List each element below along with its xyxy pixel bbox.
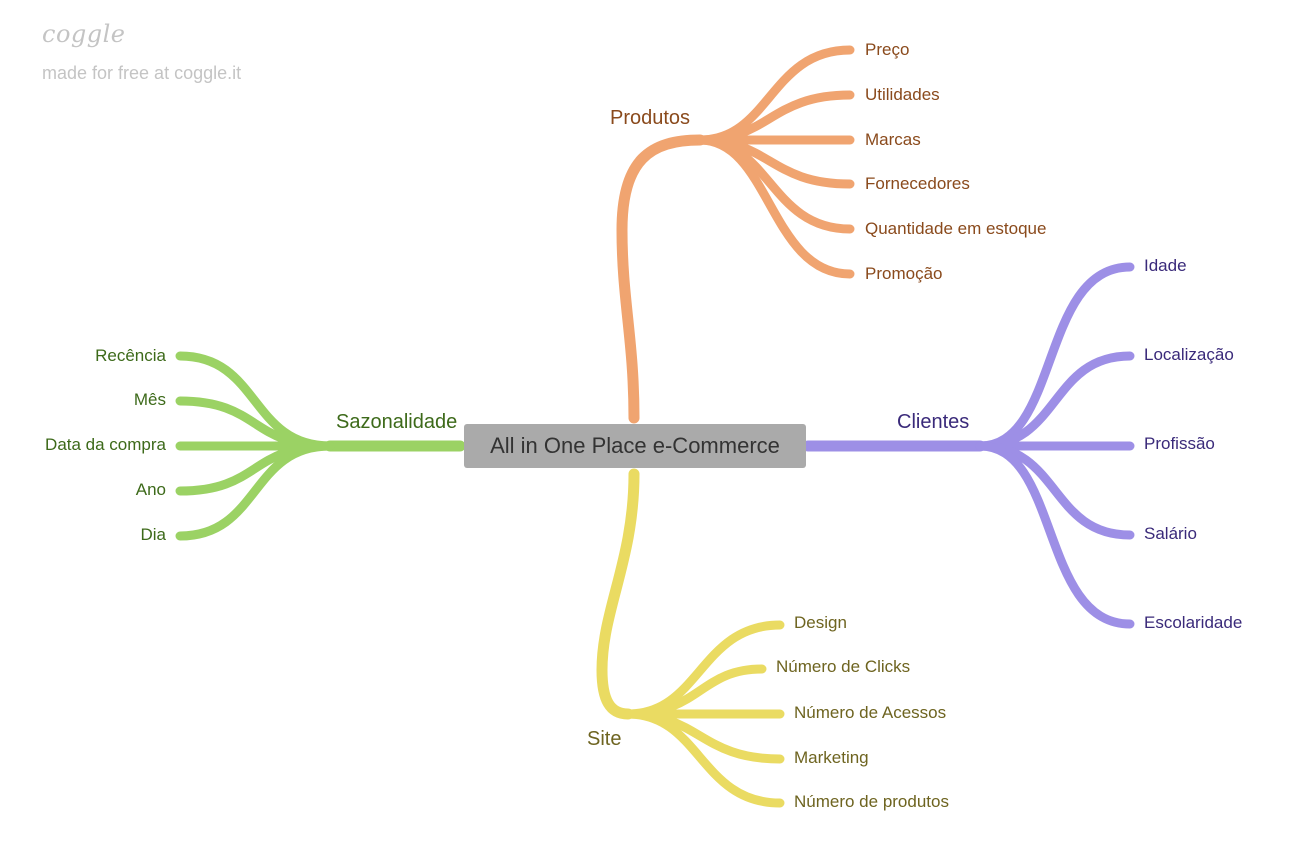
node-data-da-compra[interactable]: Data da compra bbox=[45, 435, 166, 454]
node-dia[interactable]: Dia bbox=[140, 525, 166, 544]
connector-site-produtos bbox=[623, 709, 785, 808]
connector-clientes-localizacao bbox=[975, 351, 1135, 451]
node-profissao[interactable]: Profissão bbox=[1144, 434, 1215, 453]
connector-clientes-salario bbox=[975, 441, 1135, 540]
node-marketing[interactable]: Marketing bbox=[794, 748, 869, 767]
node-mes[interactable]: Mês bbox=[133, 390, 166, 409]
node-produtos[interactable]: Produtos bbox=[610, 107, 691, 129]
node-design[interactable]: Design bbox=[794, 613, 847, 632]
central-node[interactable]: All in One Place e-Commerce bbox=[464, 424, 806, 468]
node-utilidades[interactable]: Utilidades bbox=[865, 85, 940, 104]
node-clientes[interactable]: Clientes bbox=[897, 411, 970, 433]
node-marcas[interactable]: Marcas bbox=[865, 130, 921, 149]
node-fornecedores[interactable]: Fornecedores bbox=[865, 174, 970, 193]
node-salario[interactable]: Salário bbox=[1144, 524, 1197, 543]
node-numero-de-clicks[interactable]: Número de Clicks bbox=[776, 657, 911, 676]
node-recencia[interactable]: Recência bbox=[95, 346, 166, 365]
connector-produtos-promocao bbox=[695, 135, 855, 279]
watermark-tagline: made for free at coggle.it bbox=[42, 63, 242, 83]
node-sazonalidade[interactable]: Sazonalidade bbox=[336, 411, 458, 433]
connector-produtos bbox=[616, 134, 706, 424]
connector-sazonalidade-dia bbox=[175, 441, 335, 541]
node-numero-de-acessos[interactable]: Número de Acessos bbox=[794, 703, 947, 722]
node-numero-de-produtos[interactable]: Número de produtos bbox=[794, 792, 949, 811]
node-site[interactable]: Site bbox=[587, 728, 622, 750]
node-quantidade-em-estoque[interactable]: Quantidade em estoque bbox=[865, 219, 1047, 238]
connector-site bbox=[596, 468, 640, 720]
node-localizacao[interactable]: Localização bbox=[1144, 345, 1234, 364]
connector-clientes-escolaridade bbox=[975, 441, 1135, 629]
coggle-logo: coggle bbox=[42, 20, 126, 48]
node-ano[interactable]: Ano bbox=[135, 480, 166, 499]
node-preco[interactable]: Preço bbox=[865, 40, 910, 59]
node-escolaridade[interactable]: Escolaridade bbox=[1144, 613, 1243, 632]
node-promocao[interactable]: Promoção bbox=[865, 264, 943, 283]
node-idade[interactable]: Idade bbox=[1144, 256, 1187, 275]
